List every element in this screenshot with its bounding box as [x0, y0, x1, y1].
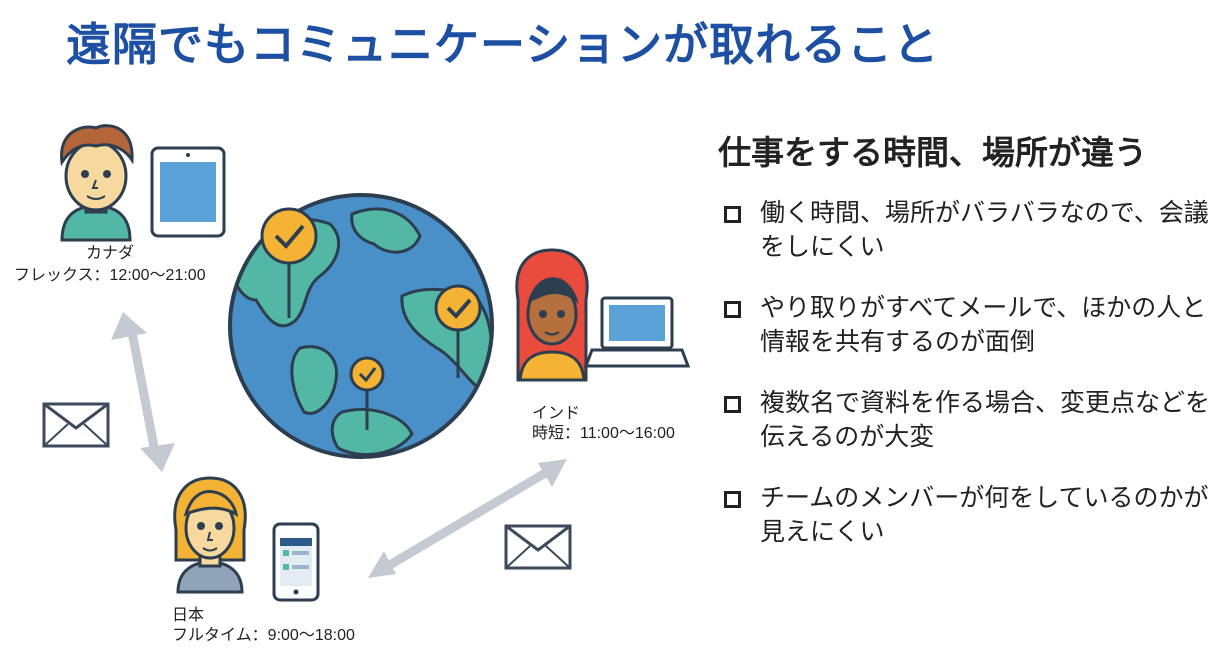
double-arrow-japan-india [368, 459, 567, 578]
tablet-icon [150, 146, 226, 238]
envelope-icon [504, 524, 572, 570]
illustration [42, 124, 691, 602]
double-arrow-canada-japan [111, 312, 175, 472]
person-canada-icon [60, 124, 134, 242]
laptop-icon [583, 296, 691, 368]
place-name: インド [532, 405, 581, 422]
bullet-item: やり取りがすべてメールで、ほかの人と情報を共有するのが面倒 [724, 291, 1219, 359]
working-hours: フルタイム：9:00～18:00 [172, 627, 355, 644]
bullet-item: 複数名で資料を作る場合、変更点などを伝えるのが大変 [724, 386, 1219, 454]
square-bullet-icon [724, 396, 741, 413]
location-label-india: インド 時短：11:00～16:00 [532, 404, 675, 444]
check-pin-icon [349, 356, 385, 430]
square-bullet-icon [724, 206, 741, 223]
working-hours: フレックス：12:00～21:00 [14, 267, 206, 284]
check-pin-icon [434, 284, 482, 378]
smartphone-icon [272, 522, 320, 602]
location-label-japan: 日本 フルタイム：9:00～18:00 [172, 606, 355, 646]
bullet-list: 働く時間、場所がバラバラなので、会議をしにくい やり取りがすべてメールで、ほかの… [724, 196, 1219, 576]
working-hours: 時短：11:00～16:00 [532, 425, 675, 442]
place-name: 日本 [172, 607, 205, 624]
square-bullet-icon [724, 491, 741, 508]
page-title: 遠隔でもコミュニケーションが取れること [66, 18, 940, 71]
hours-label-canada: フレックス：12:00～21:00 [14, 266, 206, 286]
location-label-canada: カナダ [86, 244, 134, 264]
square-bullet-icon [724, 301, 741, 318]
section-heading: 仕事をする時間、場所が違う [718, 133, 1147, 172]
check-pin-icon [260, 207, 318, 318]
person-japan-icon [173, 476, 247, 594]
bullet-item: 働く時間、場所がバラバラなので、会議をしにくい [724, 196, 1219, 264]
bullet-item: チームのメンバーが何をしているのかが見えにくい [724, 481, 1219, 549]
person-india-icon [515, 248, 589, 382]
place-name: カナダ [86, 245, 135, 262]
envelope-icon [42, 402, 110, 448]
